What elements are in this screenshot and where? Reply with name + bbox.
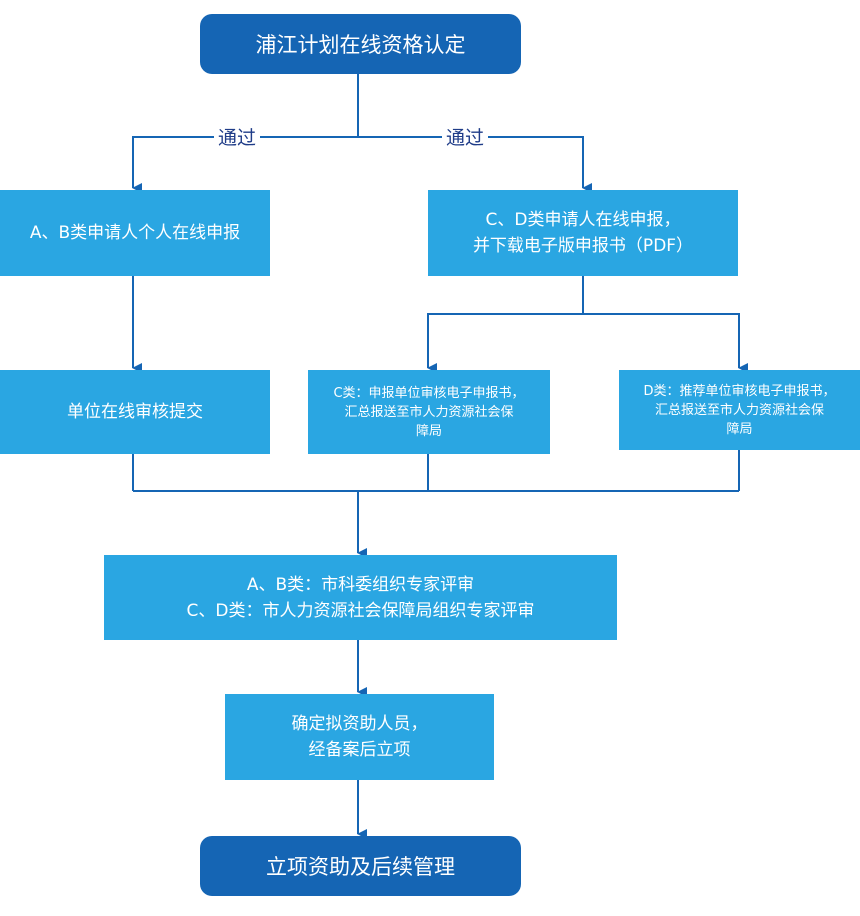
d-submit-node: D类：推荐单位审核电子申报书， 汇总报送至市人力资源社会保 障局 xyxy=(619,370,860,450)
arrow-to-d-submit xyxy=(583,313,748,373)
pass-label-right: 通过 xyxy=(442,123,489,150)
arrow-to-ab-apply xyxy=(132,136,358,193)
start-node: 浦江计划在线资格认定 xyxy=(200,14,521,74)
arrow-to-cd-apply xyxy=(358,136,592,193)
cd-apply-node: C、D类申请人在线申报， 并下载电子版申报书（PDF） xyxy=(428,190,738,276)
ab-apply-node: A、B类申请人个人在线申报 xyxy=(0,190,270,276)
arrow-to-c-submit xyxy=(427,313,583,373)
confirm-node: 确定拟资助人员， 经备案后立项 xyxy=(225,694,494,780)
review-node: A、B类：市科委组织专家评审 C、D类：市人力资源社会保障局组织专家评审 xyxy=(104,555,617,640)
end-node: 立项资助及后续管理 xyxy=(200,836,521,896)
ab-submit-node: 单位在线审核提交 xyxy=(0,370,270,454)
c-submit-node: C类：申报单位审核电子申报书， 汇总报送至市人力资源社会保 障局 xyxy=(308,370,550,454)
pass-label-left: 通过 xyxy=(214,123,261,150)
